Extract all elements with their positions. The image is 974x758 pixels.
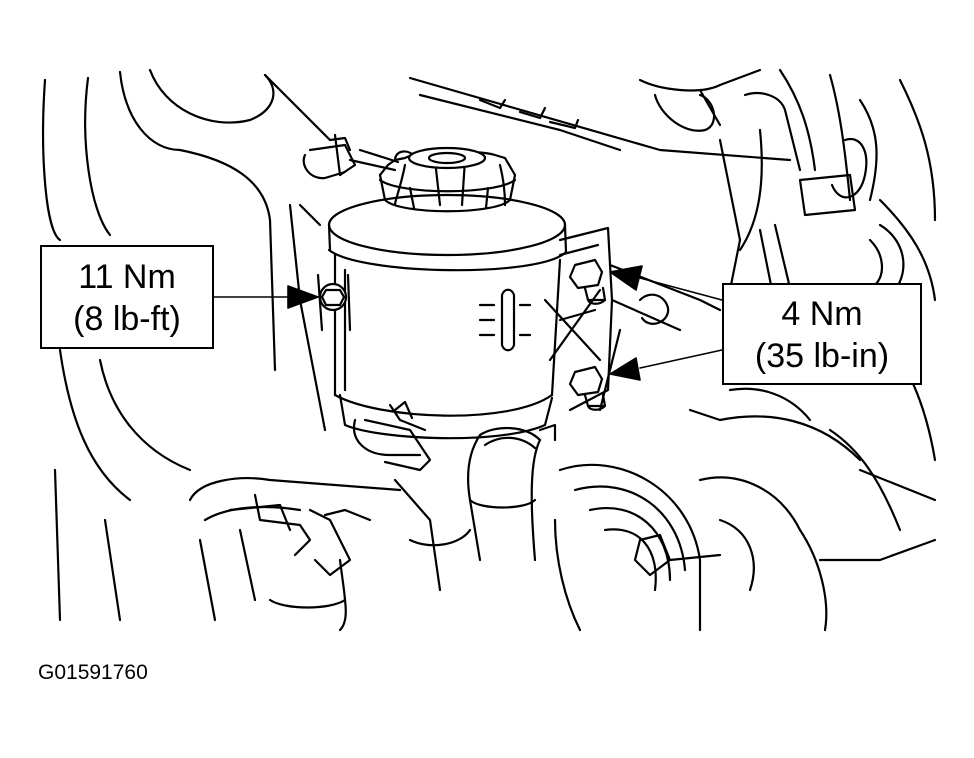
torque-callout-right: 4 Nm (35 lb-in)	[722, 283, 922, 385]
reservoir-body	[327, 193, 568, 440]
lower-hoses	[188, 477, 472, 632]
right-bolts	[568, 258, 607, 411]
leader-lines	[213, 265, 723, 381]
torque-right-metric: 4 Nm	[781, 295, 863, 333]
torque-left-imperial: (8 lb-ft)	[73, 300, 181, 338]
outlet-hose	[352, 400, 557, 562]
figure-id: G01591760	[38, 661, 148, 684]
torque-callout-left: 11 Nm (8 lb-ft)	[40, 245, 214, 349]
torque-left-metric: 11 Nm	[78, 258, 176, 296]
left-duct	[42, 68, 332, 622]
torque-right-imperial: (35 lb-in)	[754, 337, 890, 375]
cap-tether	[302, 133, 400, 180]
left-bolt	[316, 273, 352, 332]
pump-pulley	[553, 328, 937, 632]
reservoir-cap	[378, 146, 517, 213]
